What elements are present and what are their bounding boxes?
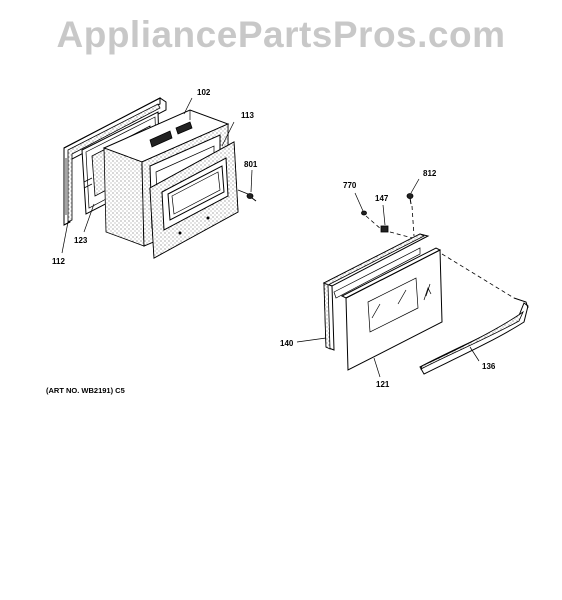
callout-121: 121 bbox=[376, 380, 390, 389]
callout-123: 123 bbox=[74, 236, 88, 245]
callout-812: 812 bbox=[423, 169, 437, 178]
watermark: AppliancePartsPros.com bbox=[56, 14, 506, 55]
door-handle-136 bbox=[419, 297, 529, 375]
callout-140: 140 bbox=[280, 339, 294, 348]
leader-lines-right bbox=[296, 337, 480, 378]
handle-alignment-line bbox=[441, 253, 515, 299]
door-glass-121 bbox=[340, 247, 443, 371]
door-frame-140 bbox=[322, 233, 430, 351]
callout-136: 136 bbox=[482, 362, 496, 371]
leader-lines-left bbox=[61, 97, 253, 254]
callout-770: 770 bbox=[343, 181, 357, 190]
callout-102: 102 bbox=[197, 88, 211, 97]
callout-113: 113 bbox=[241, 111, 254, 120]
door-outer-panel-113 bbox=[149, 141, 239, 259]
small-parts bbox=[354, 178, 421, 241]
callout-147: 147 bbox=[375, 194, 389, 203]
callout-801: 801 bbox=[244, 160, 258, 169]
callout-112: 112 bbox=[52, 257, 65, 266]
screw-801 bbox=[237, 189, 257, 202]
art-number: (ART NO. WB2191) C5 bbox=[46, 386, 125, 395]
